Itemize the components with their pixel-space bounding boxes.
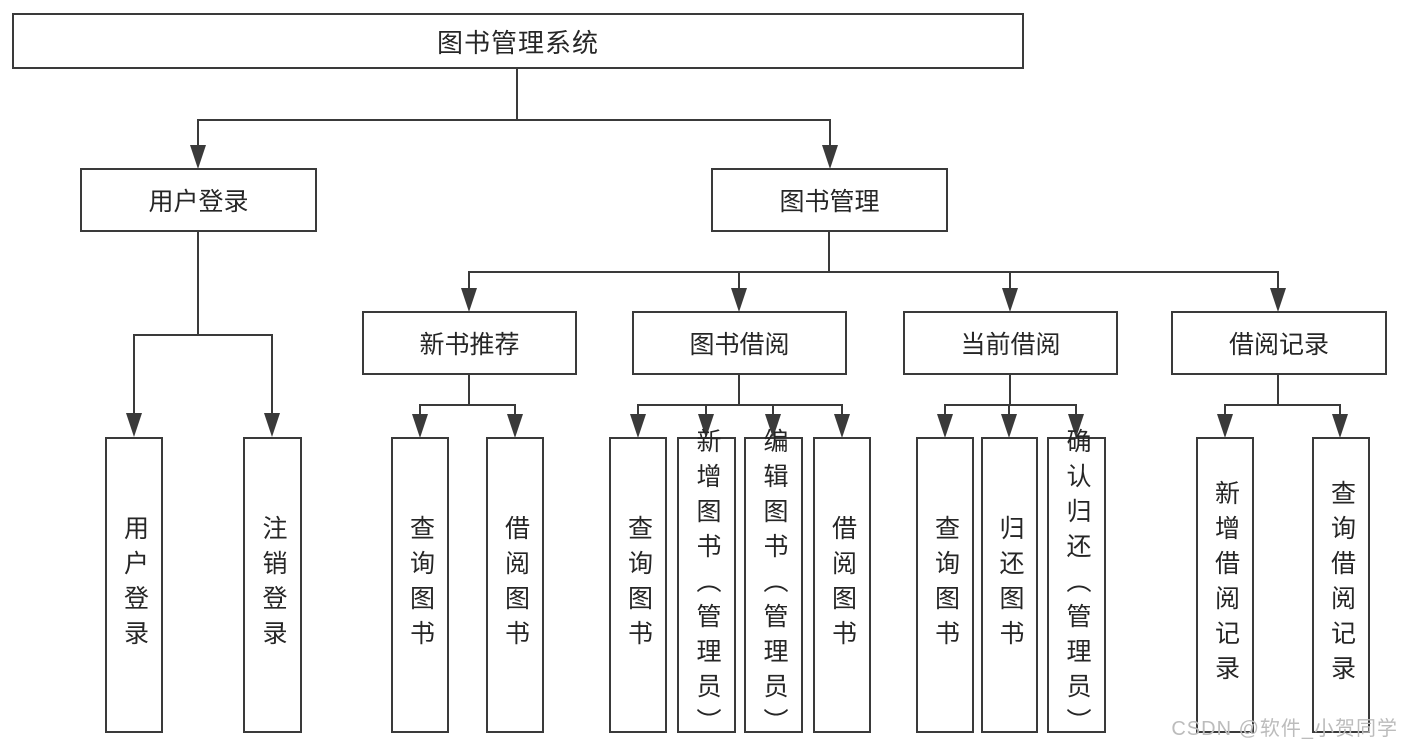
connector-line xyxy=(1008,404,1010,416)
node-new-book-recommend: 新书推荐 xyxy=(362,311,577,375)
arrowhead-down-icon xyxy=(765,414,781,438)
arrowhead-down-icon xyxy=(264,413,280,437)
leaf-bb-borrow-books: 借阅图书 xyxy=(813,437,871,733)
connector-line xyxy=(468,271,1279,273)
csdn-watermark: CSDN @软件_小贺同学 xyxy=(1171,718,1398,740)
arrowhead-down-icon xyxy=(1332,414,1348,438)
node-current-borrowing: 当前借阅 xyxy=(903,311,1118,375)
arrowhead-down-icon xyxy=(190,145,206,169)
connector-line xyxy=(841,404,843,416)
leaf-label: 查询图书 xyxy=(624,515,653,655)
connector-line xyxy=(419,404,421,416)
connector-line xyxy=(1075,404,1077,416)
leaf-label: 借阅图书 xyxy=(828,515,857,655)
leaf-label: 新增借阅记录 xyxy=(1211,480,1240,690)
connector-line xyxy=(944,404,946,416)
connector-line xyxy=(468,271,470,290)
leaf-br-query-record: 查询借阅记录 xyxy=(1312,437,1370,733)
connector-line xyxy=(419,404,516,406)
connector-line xyxy=(1224,404,1341,406)
arrowhead-down-icon xyxy=(937,414,953,438)
connector-line xyxy=(1339,404,1341,416)
connector-line xyxy=(197,119,199,147)
connector-line xyxy=(1009,375,1011,405)
leaf-bb-add-books-admin: 新增图书（管理员） xyxy=(677,428,736,743)
arrowhead-down-icon xyxy=(1270,288,1286,312)
arrowhead-down-icon xyxy=(822,145,838,169)
leaf-label: 确认归还（管理员） xyxy=(1063,427,1091,743)
leaf-label: 查询图书 xyxy=(406,515,435,655)
connector-line xyxy=(468,375,470,405)
connector-line xyxy=(197,232,199,336)
connector-line xyxy=(829,119,831,147)
leaf-label: 注销登录 xyxy=(259,515,287,655)
arrowhead-down-icon xyxy=(630,414,646,438)
leaf-label: 查询图书 xyxy=(931,515,960,655)
leaf-cb-query-books: 查询图书 xyxy=(916,437,974,733)
leaf-bb-edit-books-admin: 编辑图书（管理员） xyxy=(744,428,803,743)
arrowhead-down-icon xyxy=(412,414,428,438)
leaf-logout: 注销登录 xyxy=(243,437,302,733)
arrowhead-down-icon xyxy=(698,414,714,438)
node-user-login: 用户登录 xyxy=(80,168,317,232)
leaf-user-login: 用户登录 xyxy=(105,437,163,733)
leaf-nb-query-books: 查询图书 xyxy=(391,437,449,733)
connector-line xyxy=(133,334,273,336)
leaf-label: 用户登录 xyxy=(120,515,149,655)
connector-line xyxy=(133,334,135,415)
leaf-label: 编辑图书（管理员） xyxy=(760,427,788,743)
arrowhead-down-icon xyxy=(126,413,142,437)
arrowhead-down-icon xyxy=(1068,414,1084,438)
node-borrowing-records: 借阅记录 xyxy=(1171,311,1387,375)
connector-line xyxy=(1277,375,1279,405)
connector-line xyxy=(1277,271,1279,290)
leaf-cb-return-books: 归还图书 xyxy=(981,437,1038,733)
connector-line xyxy=(637,404,843,406)
connector-line xyxy=(705,404,707,416)
arrowhead-down-icon xyxy=(834,414,850,438)
leaf-label: 查询借阅记录 xyxy=(1327,480,1356,690)
leaf-cb-confirm-return-admin: 确认归还（管理员） xyxy=(1047,428,1106,743)
connector-line xyxy=(637,404,639,416)
connector-line xyxy=(738,375,740,405)
arrowhead-down-icon xyxy=(1002,288,1018,312)
leaf-nb-borrow-books: 借阅图书 xyxy=(486,437,544,733)
node-book-borrowing: 图书借阅 xyxy=(632,311,847,375)
connector-line xyxy=(772,404,774,416)
connector-line xyxy=(197,119,831,121)
arrowhead-down-icon xyxy=(1217,414,1233,438)
connector-line xyxy=(944,404,1077,406)
connector-line xyxy=(1009,271,1011,290)
arrowhead-down-icon xyxy=(731,288,747,312)
leaf-label: 新增图书（管理员） xyxy=(693,427,721,743)
arrowhead-down-icon xyxy=(507,414,523,438)
leaf-br-add-record: 新增借阅记录 xyxy=(1196,437,1254,733)
connector-line xyxy=(738,271,740,290)
leaf-label: 借阅图书 xyxy=(501,515,530,655)
connector-line xyxy=(516,69,518,120)
connector-line xyxy=(828,232,830,273)
connector-line xyxy=(514,404,516,416)
connector-line xyxy=(1224,404,1226,416)
node-book-management: 图书管理 xyxy=(711,168,948,232)
arrowhead-down-icon xyxy=(1001,414,1017,438)
arrowhead-down-icon xyxy=(461,288,477,312)
leaf-label: 归还图书 xyxy=(996,515,1024,655)
leaf-bb-query-books: 查询图书 xyxy=(609,437,667,733)
node-library-management-system: 图书管理系统 xyxy=(12,13,1024,69)
connector-line xyxy=(271,334,273,415)
